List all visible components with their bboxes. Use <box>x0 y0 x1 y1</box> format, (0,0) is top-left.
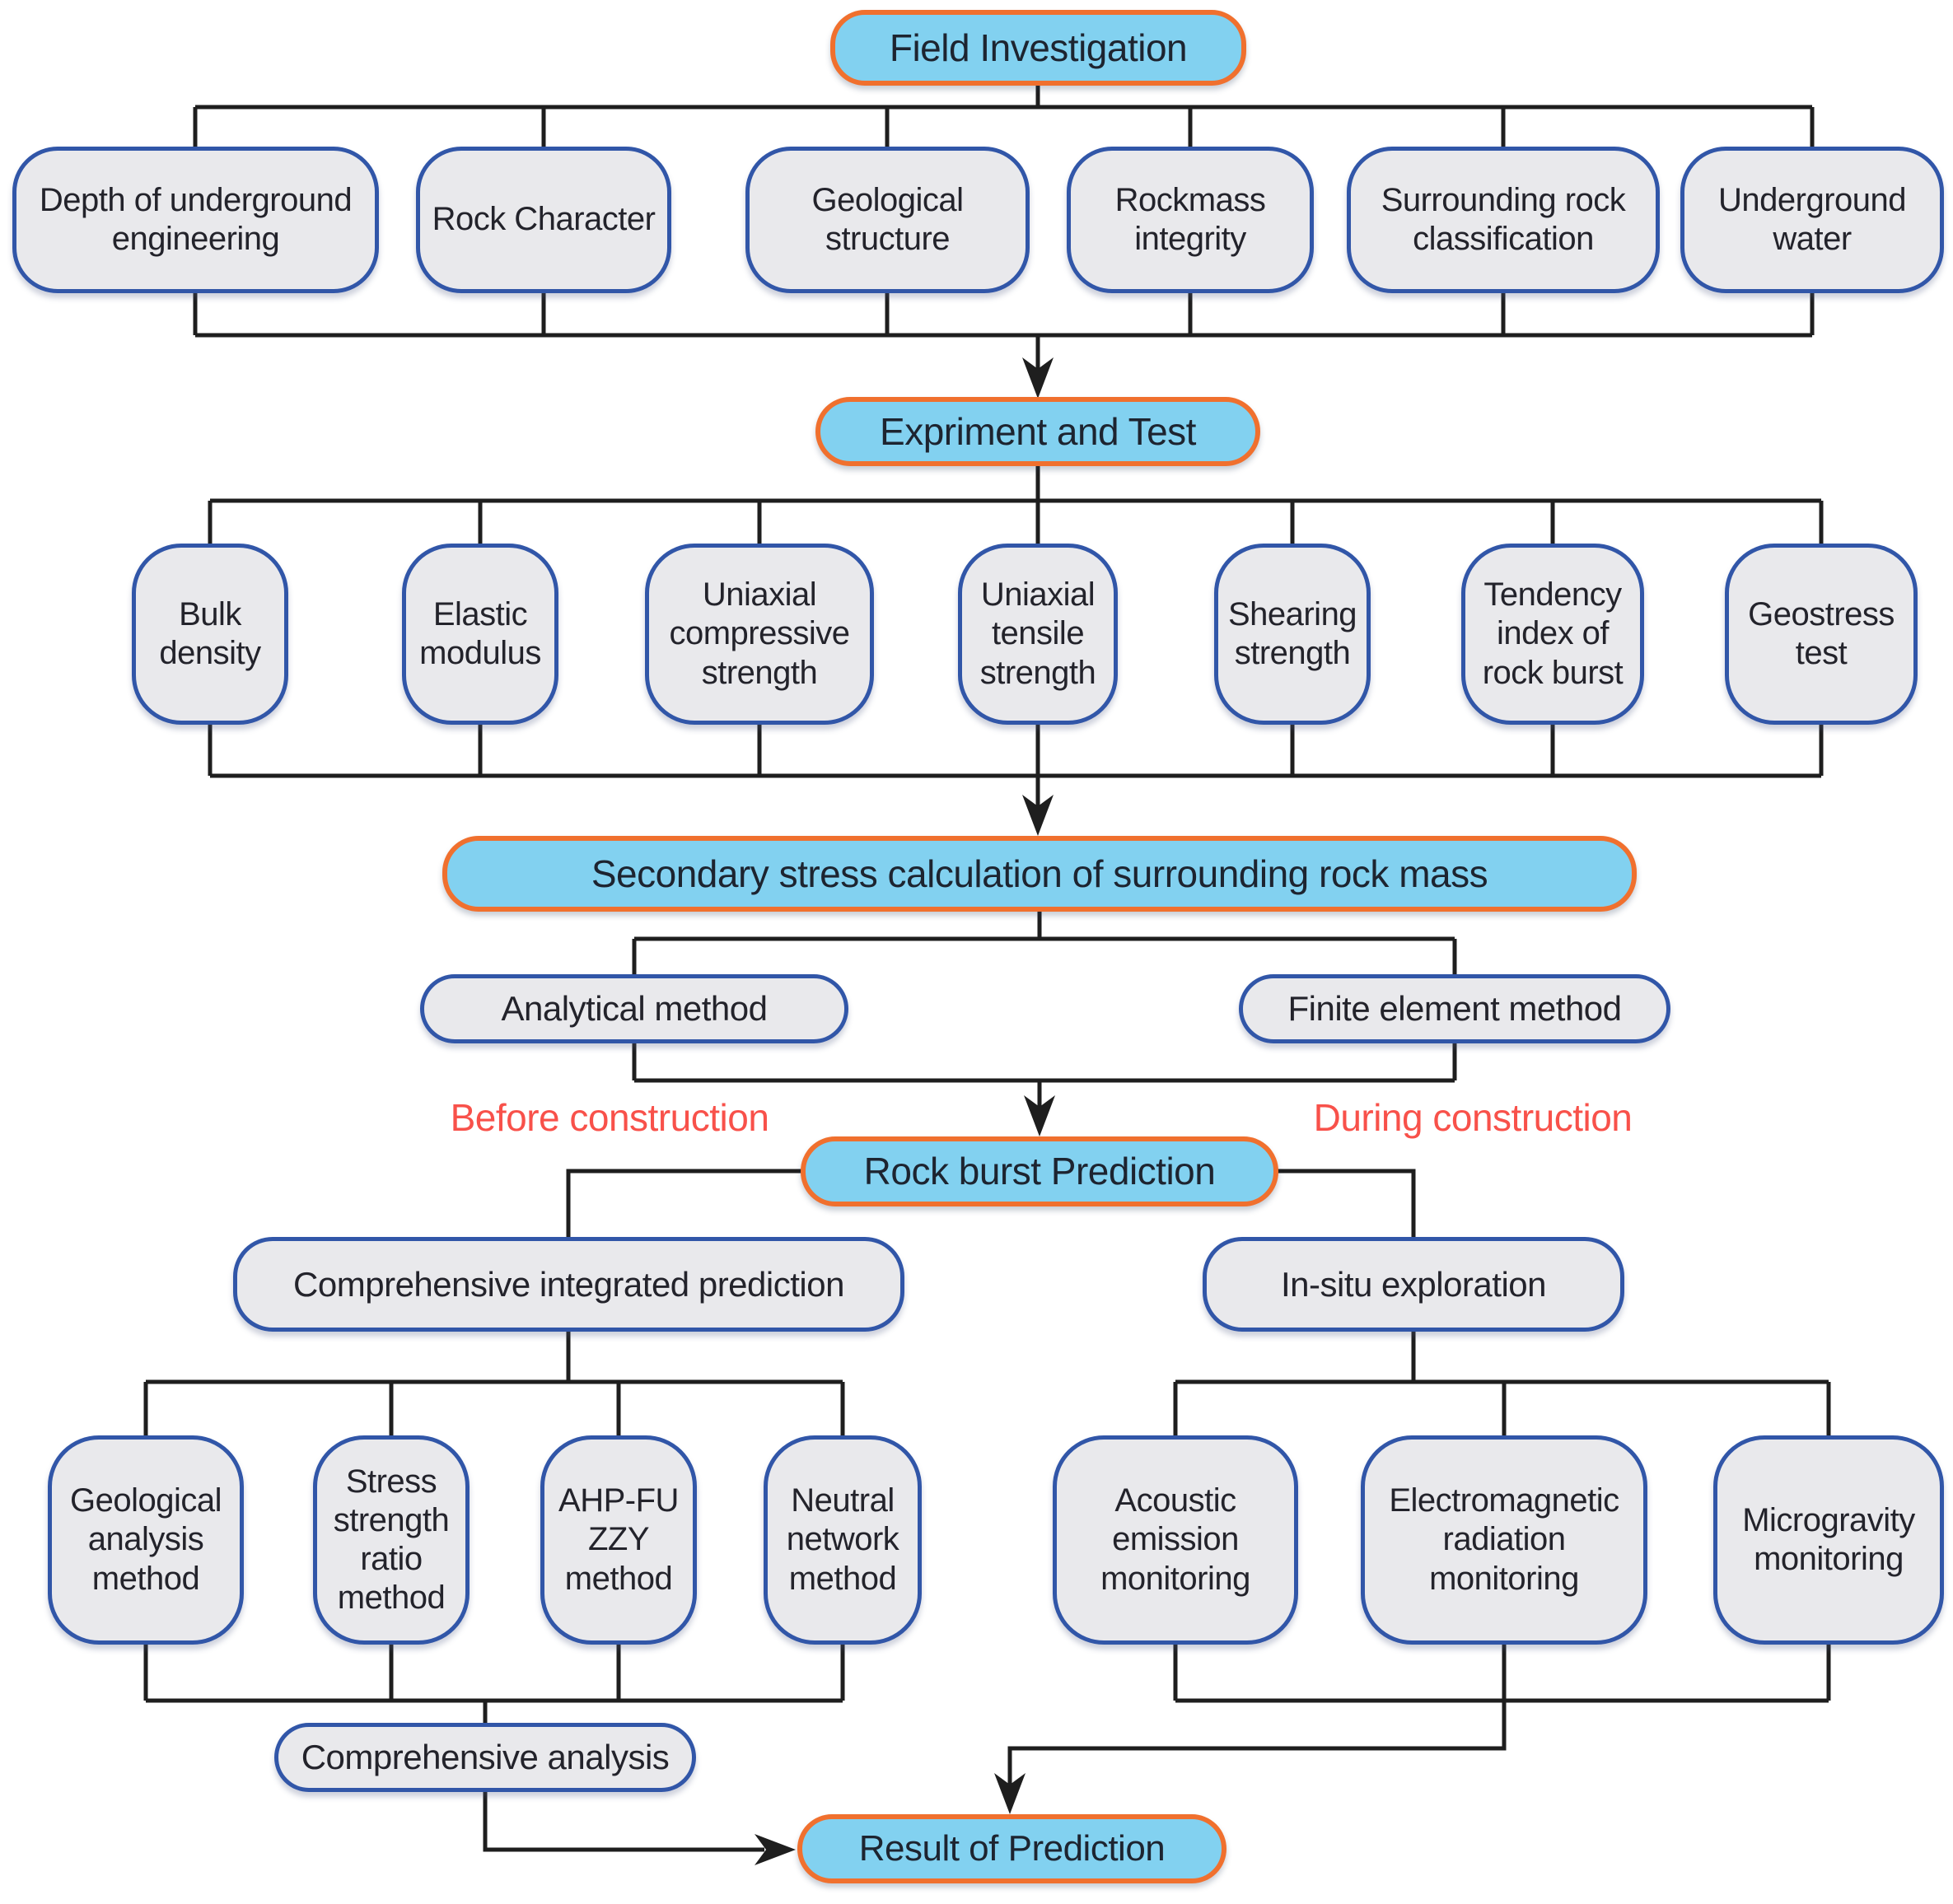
node-depth-of-underground-engineering: Depth of underground engineering <box>12 147 379 293</box>
label-during-construction: During construction <box>1313 1096 1633 1139</box>
node-analytical-method: Analytical method <box>420 974 848 1043</box>
node-electromagnetic-radiation-monitoring: Electromagnetic radiation monitoring <box>1361 1435 1647 1645</box>
node-geological-structure: Geological structure <box>745 147 1030 293</box>
node-geological-analysis-method: Geological analysis method <box>48 1435 244 1645</box>
node-bulk-density: Bulk density <box>132 544 288 725</box>
node-finite-element-method: Finite element method <box>1239 974 1670 1043</box>
node-expriment-and-test: Expriment and Test <box>815 397 1260 466</box>
arrowhead-to-rock-burst-prediction <box>1024 1095 1055 1136</box>
node-acoustic-emission-monitoring: Acoustic emission monitoring <box>1053 1435 1298 1645</box>
node-uniaxial-compressive-strength: Uniaxial compressive strength <box>645 544 874 725</box>
node-neutral-network-method: Neutral network method <box>764 1435 922 1645</box>
node-tendency-index-of-rock-burst: Tendency index of rock burst <box>1461 544 1644 725</box>
node-geostress-test: Geostress test <box>1725 544 1918 725</box>
node-field-investigation: Field Investigation <box>830 10 1246 86</box>
arrowhead-to-result-left <box>755 1834 796 1865</box>
node-rockmass-integrity: Rockmass integrity <box>1067 147 1314 293</box>
node-rock-character: Rock Character <box>416 147 671 293</box>
node-comprehensive-integrated-prediction: Comprehensive integrated prediction <box>233 1237 904 1332</box>
arrowhead-to-result-top <box>994 1773 1026 1814</box>
arrowhead-to-experiment <box>1022 357 1054 399</box>
node-uniaxial-tensile-strength: Uniaxial tensile strength <box>958 544 1118 725</box>
node-result-of-prediction: Result of Prediction <box>797 1814 1226 1883</box>
node-shearing-strength: Shearing strength <box>1214 544 1371 725</box>
node-stress-strength-ratio-method: Stress strength ratio method <box>313 1435 470 1645</box>
node-insitu-exploration: In-situ exploration <box>1203 1237 1624 1332</box>
node-underground-water: Underground water <box>1680 147 1944 293</box>
connector-stress-methods <box>632 912 1457 1107</box>
node-elastic-modulus: Elastic modulus <box>402 544 558 725</box>
node-rock-burst-prediction: Rock burst Prediction <box>801 1136 1278 1206</box>
label-before-construction: Before construction <box>450 1096 769 1139</box>
node-secondary-stress-calculation: Secondary stress calculation of surround… <box>442 836 1637 912</box>
node-microgravity-monitoring: Microgravity monitoring <box>1713 1435 1944 1645</box>
connector-prediction-branches <box>566 1169 1416 1237</box>
arrowhead-to-secondary-stress <box>1022 795 1054 836</box>
node-comprehensive-analysis: Comprehensive analysis <box>274 1723 696 1792</box>
node-surrounding-rock-classification: Surrounding rock classification <box>1347 147 1660 293</box>
node-ahp-fuzzy-method: AHP-FU ZZY method <box>540 1435 697 1645</box>
